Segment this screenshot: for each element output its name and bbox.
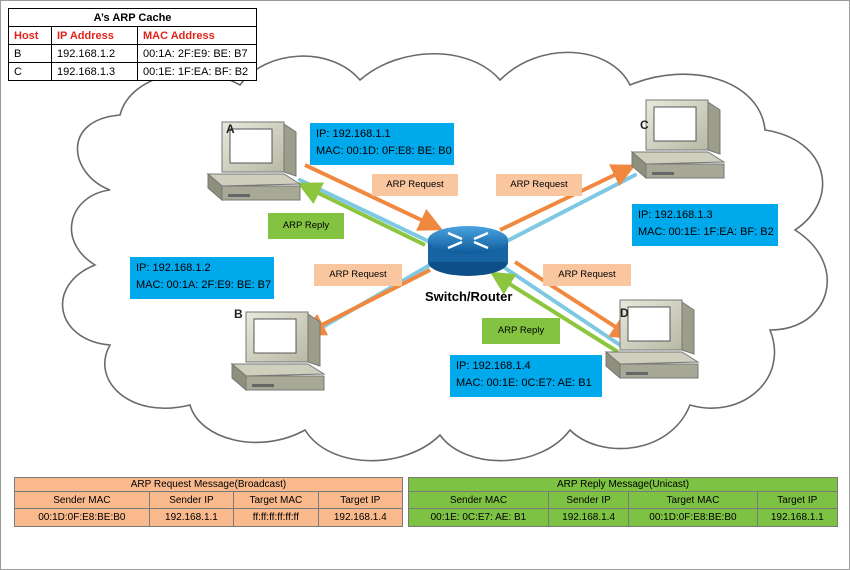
arp-cache-table: A’s ARP Cache Host IP Address MAC Addres…: [8, 8, 257, 81]
link-c: [503, 173, 637, 244]
host-info-a: IP: 192.168.1.1 MAC: 00:1D: 0F:E8: BE: B…: [310, 123, 454, 165]
cache-host: B: [8, 44, 52, 63]
column-header-sender-ip: Sender IP: [148, 491, 235, 509]
column-header-sender-ip: Sender IP: [547, 491, 630, 509]
reply-arrows: [297, 182, 620, 354]
request-arrow-c: [499, 164, 636, 232]
column-header-host: Host: [8, 26, 52, 45]
host-ip-a: IP: 192.168.1.1: [316, 128, 391, 140]
request-label-d: ARP Request: [543, 264, 631, 286]
host-label-a: A: [226, 122, 235, 136]
host-label-b: B: [234, 307, 243, 321]
column-header-mac: MAC Address: [137, 26, 257, 45]
desktop-computer-icon: [206, 121, 302, 202]
request-sender-mac: 00:1D:0F:E8:BE:B0: [14, 508, 150, 527]
host-info-c: IP: 192.168.1.3 MAC: 00:1E: 1F:EA: BF: B…: [632, 204, 778, 246]
request-label-b: ARP Request: [314, 264, 402, 286]
desktop-computer-icon: [230, 311, 326, 392]
column-header-target-ip: Target IP: [756, 491, 839, 509]
request-label-a: ARP Request: [372, 174, 458, 196]
reply-target-mac: 00:1D:0F:E8:BE:B0: [628, 508, 758, 527]
reply-arrow-a: [297, 182, 426, 247]
request-sender-ip: 192.168.1.1: [148, 508, 235, 527]
arp-cache-title: A’s ARP Cache: [8, 8, 257, 27]
host-ip-b: IP: 192.168.1.2: [136, 262, 211, 274]
column-header-sender-mac: Sender MAC: [408, 491, 549, 509]
cache-mac: 00:1A: 2F:E9: BE: B7: [137, 44, 257, 63]
arp-request-message-table: ARP Request Message(Broadcast) Sender MA…: [14, 477, 404, 527]
reply-message-title: ARP Reply Message(Unicast): [408, 477, 838, 492]
host-ip-c: IP: 192.168.1.3: [638, 209, 713, 221]
router-icon: [428, 226, 508, 276]
reply-sender-ip: 192.168.1.4: [547, 508, 630, 527]
column-header-ip: IP Address: [51, 26, 138, 45]
reply-label-a: ARP Reply: [268, 213, 344, 239]
request-label-c: ARP Request: [496, 174, 582, 196]
column-header-sender-mac: Sender MAC: [14, 491, 150, 509]
desktop-computer-icon: [604, 299, 700, 380]
table-row: 00:1D:0F:E8:BE:B0 192.168.1.1 ff:ff:ff:f…: [14, 508, 404, 527]
cache-mac: 00:1E: 1F:EA: BF: B2: [137, 62, 257, 81]
reply-target-ip: 192.168.1.1: [756, 508, 839, 527]
arp-reply-message-table: ARP Reply Message(Unicast) Sender MAC Se…: [408, 477, 839, 527]
desktop-computer-icon: [630, 99, 726, 180]
host-info-d: IP: 192.168.1.4 MAC: 00:1E: 0C:E7: AE: B…: [450, 355, 602, 397]
request-arrow-d: [513, 260, 636, 340]
column-header-target-mac: Target MAC: [628, 491, 758, 509]
cache-ip: 192.168.1.2: [51, 44, 138, 63]
host-label-c: C: [640, 118, 649, 132]
cache-ip: 192.168.1.3: [51, 62, 138, 81]
host-mac-a: MAC: 00:1D: 0F:E8: BE: B0: [316, 145, 452, 157]
request-message-title: ARP Request Message(Broadcast): [14, 477, 403, 492]
column-header-target-mac: Target MAC: [233, 491, 319, 509]
reply-sender-mac: 00:1E: 0C:E7: AE: B1: [408, 508, 549, 527]
reply-arrow-d: [489, 271, 620, 354]
column-header-target-ip: Target IP: [317, 491, 404, 509]
host-label-d: D: [620, 306, 629, 320]
request-arrows: [301, 163, 636, 340]
host-mac-c: MAC: 00:1E: 1F:EA: BF: B2: [638, 226, 774, 238]
request-target-ip: 192.168.1.4: [317, 508, 404, 527]
router-label: Switch/Router: [425, 289, 513, 304]
cache-host: C: [8, 62, 52, 81]
host-mac-b: MAC: 00:1A: 2F:E9: BE: B7: [136, 279, 272, 291]
host-ip-d: IP: 192.168.1.4: [456, 360, 531, 372]
reply-label-d: ARP Reply: [482, 318, 560, 344]
request-arrow-a: [304, 163, 443, 231]
link-d: [503, 266, 622, 347]
host-mac-d: MAC: 00:1E: 0C:E7: AE: B1: [456, 377, 592, 389]
request-target-mac: ff:ff:ff:ff:ff:ff: [233, 508, 319, 527]
table-row: 00:1E: 0C:E7: AE: B1 192.168.1.4 00:1D:0…: [408, 508, 839, 527]
table-row: C 192.168.1.3 00:1E: 1F:EA: BF: B2: [8, 62, 257, 81]
host-info-b: IP: 192.168.1.2 MAC: 00:1A: 2F:E9: BE: B…: [130, 257, 274, 299]
request-arrow-b: [301, 268, 431, 336]
table-row: B 192.168.1.2 00:1A: 2F:E9: BE: B7: [8, 44, 257, 63]
